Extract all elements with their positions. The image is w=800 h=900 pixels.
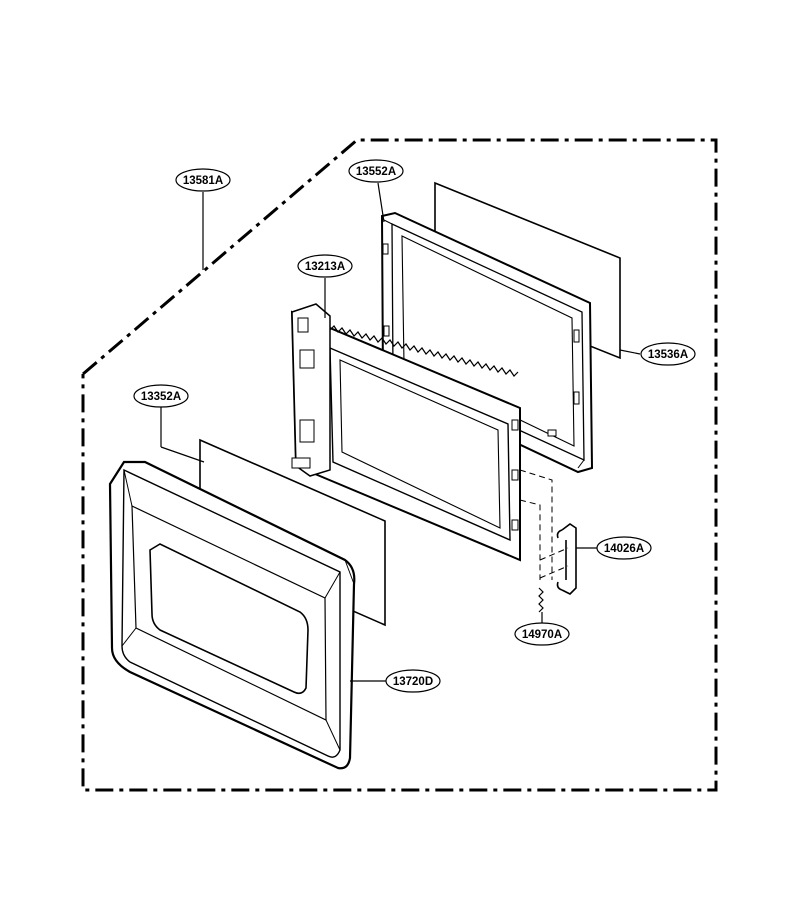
callout-label: 13213A xyxy=(305,261,345,273)
latch-guide-lines xyxy=(519,469,569,580)
door-frame-part xyxy=(380,211,594,474)
callout-label: 13720D xyxy=(393,676,433,688)
door-front-part xyxy=(108,460,356,770)
callout-13552A: 13552A xyxy=(348,159,404,183)
callout-13720D: 13720D xyxy=(385,669,441,693)
callout-14026A: 14026A xyxy=(596,536,652,560)
callout-13352A: 13352A xyxy=(133,384,189,408)
callout-label: 14026A xyxy=(604,543,644,555)
callout-label: 14970A xyxy=(522,629,562,641)
callout-label: 13536A xyxy=(648,349,688,361)
assembly-boundary xyxy=(81,138,718,792)
callout-13213A: 13213A xyxy=(297,254,353,278)
callout-label: 13352A xyxy=(141,391,181,403)
callout-13536A: 13536A xyxy=(640,342,696,366)
leader-lines xyxy=(160,182,641,682)
latch-hook-part xyxy=(556,523,577,595)
latch-spring-part xyxy=(538,587,544,613)
inner-door-part xyxy=(290,303,521,562)
callout-13581A: 13581A xyxy=(175,168,231,192)
callout-label: 13581A xyxy=(183,175,223,187)
callout-14970A: 14970A xyxy=(514,622,570,646)
callout-label: 13552A xyxy=(356,166,396,178)
